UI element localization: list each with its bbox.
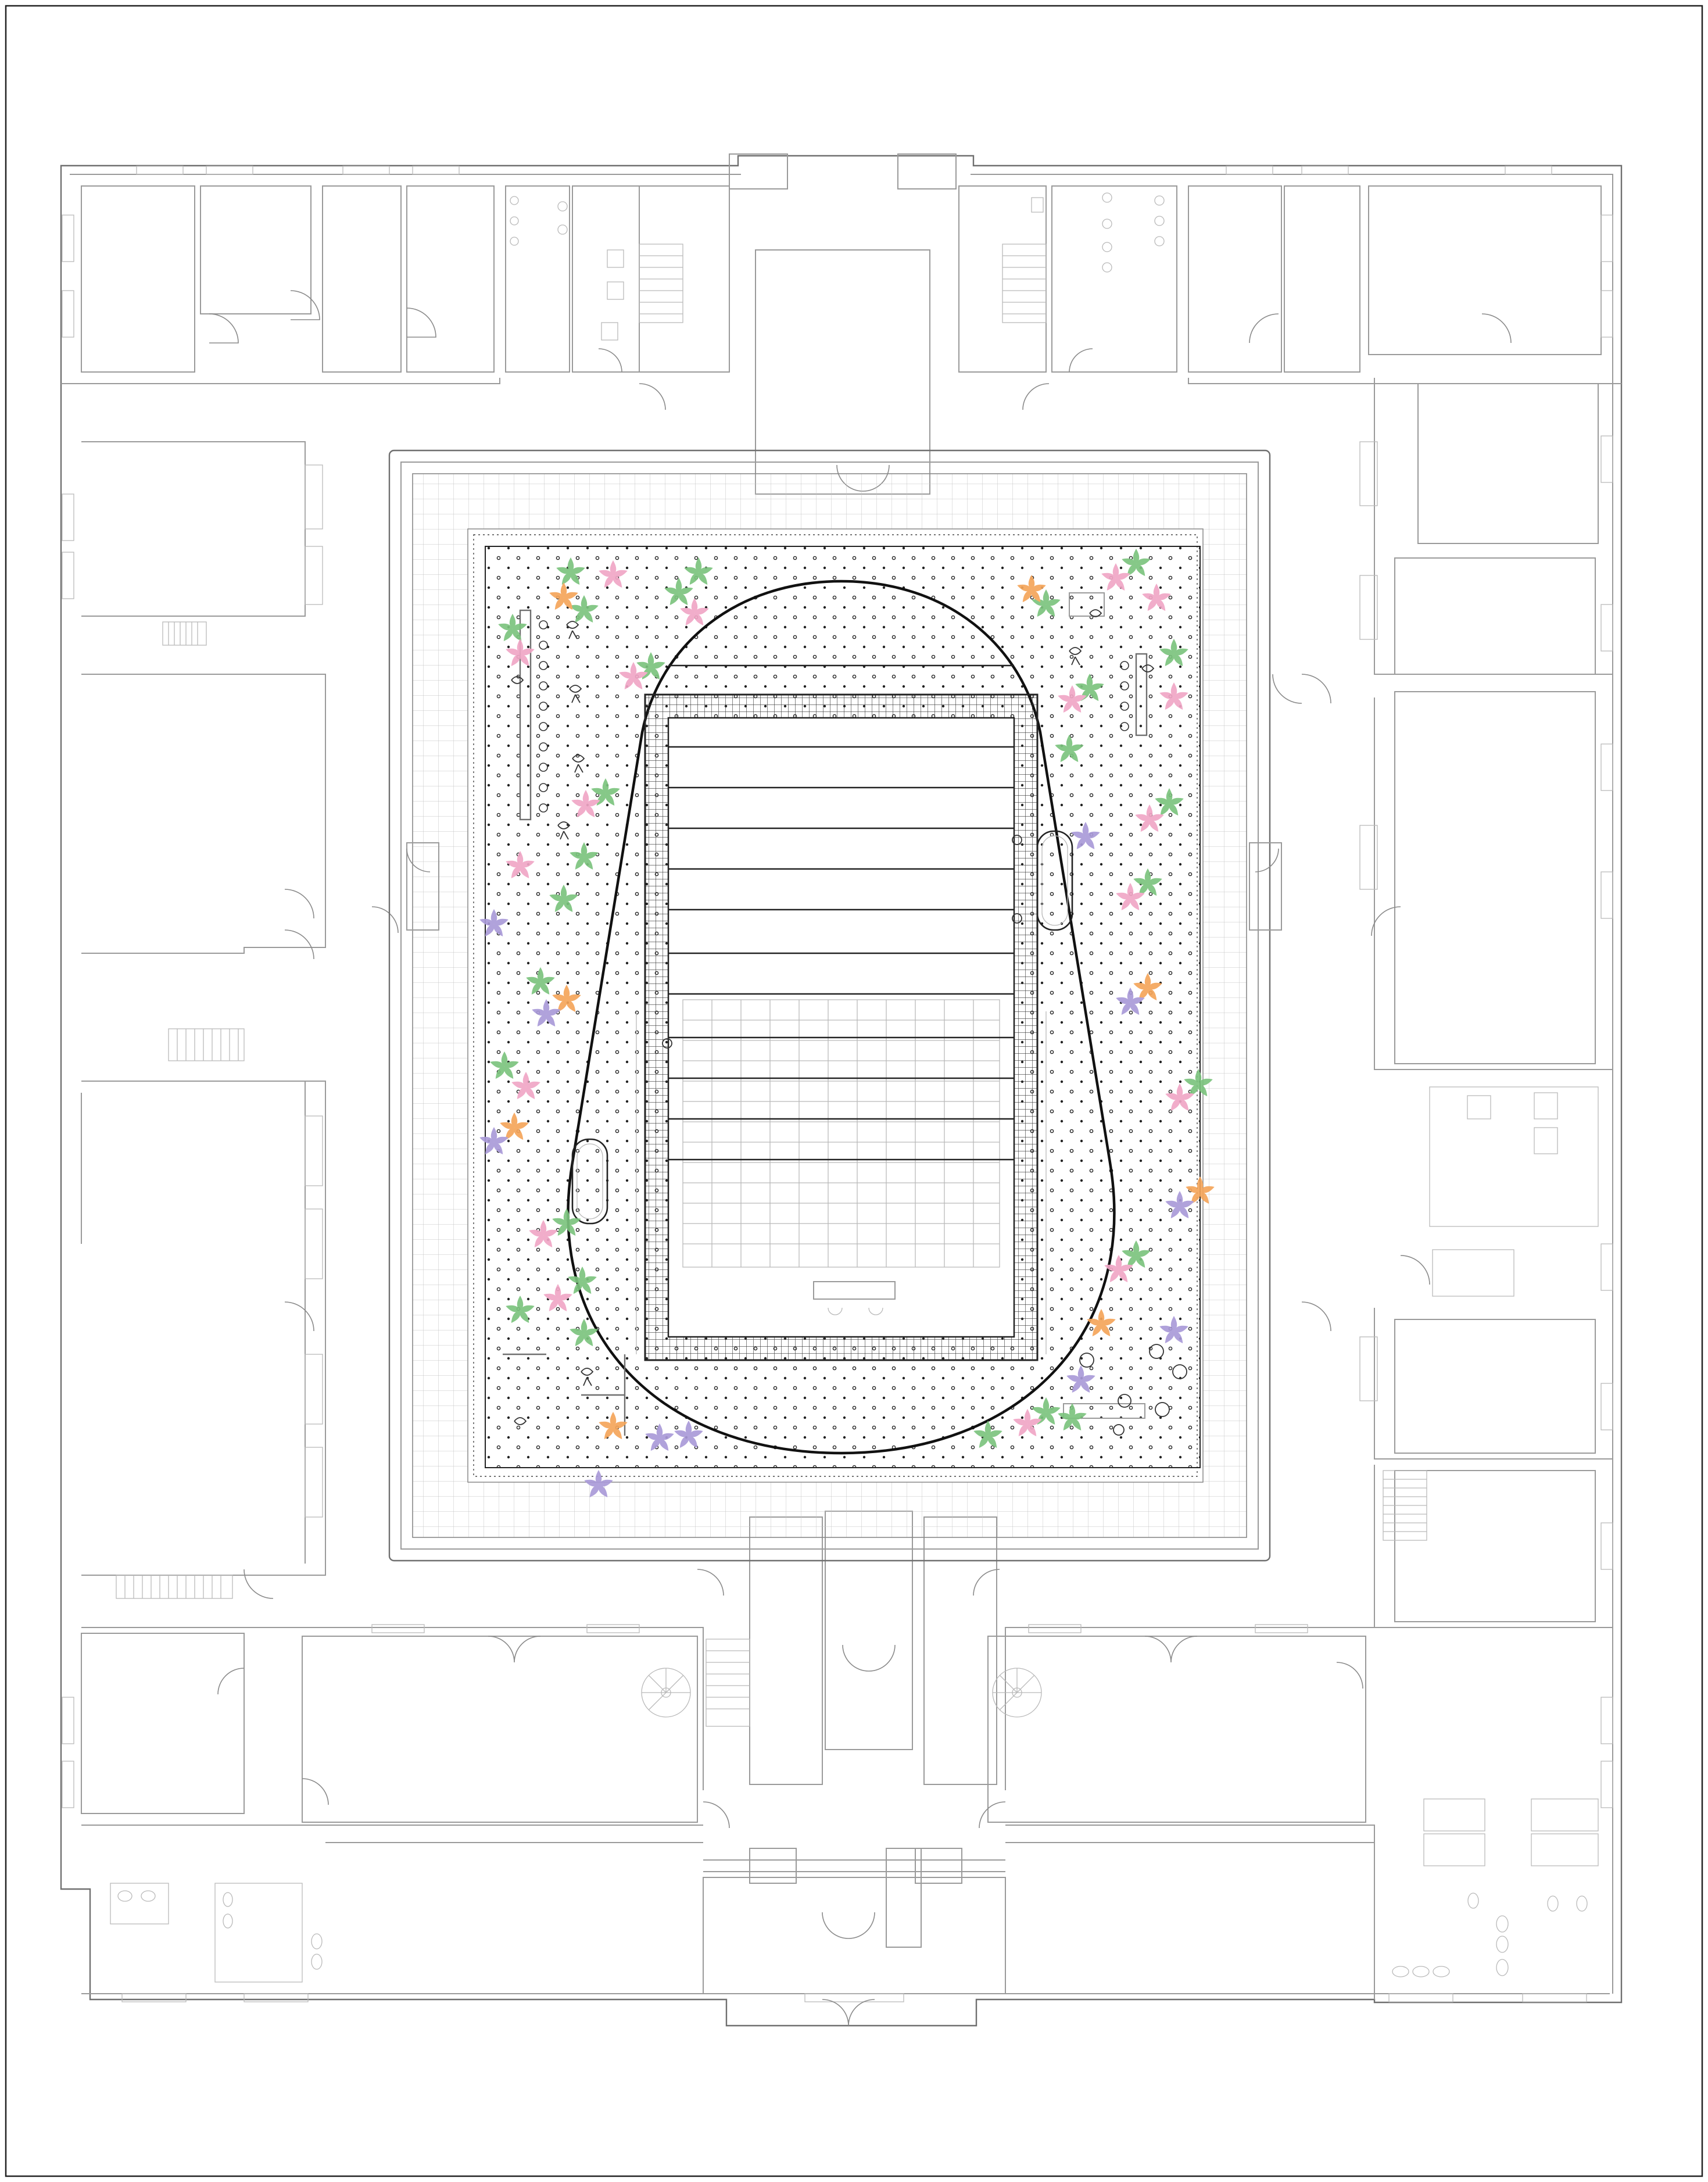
stair-icon [706,1639,750,1727]
top-rooms [81,153,1602,675]
sheet-border [5,5,1703,2177]
stair-icon [1383,1470,1427,1541]
bottom-rooms [110,1511,1599,2026]
left-wing [62,214,399,1808]
building-outline [60,155,1623,2027]
person-icon [511,609,1187,1436]
sink-icon [828,1307,883,1315]
door-icon [209,290,1512,492]
toilet-icon [510,192,1165,341]
courtyard-furniture [503,592,1187,1436]
spiral-stair-icon [641,1668,1042,1718]
track [567,580,1116,1455]
right-wing [1301,214,1613,1808]
toilet-icon [110,1798,1599,1983]
stair-icon [116,621,245,1599]
stair-icon [639,244,1047,323]
